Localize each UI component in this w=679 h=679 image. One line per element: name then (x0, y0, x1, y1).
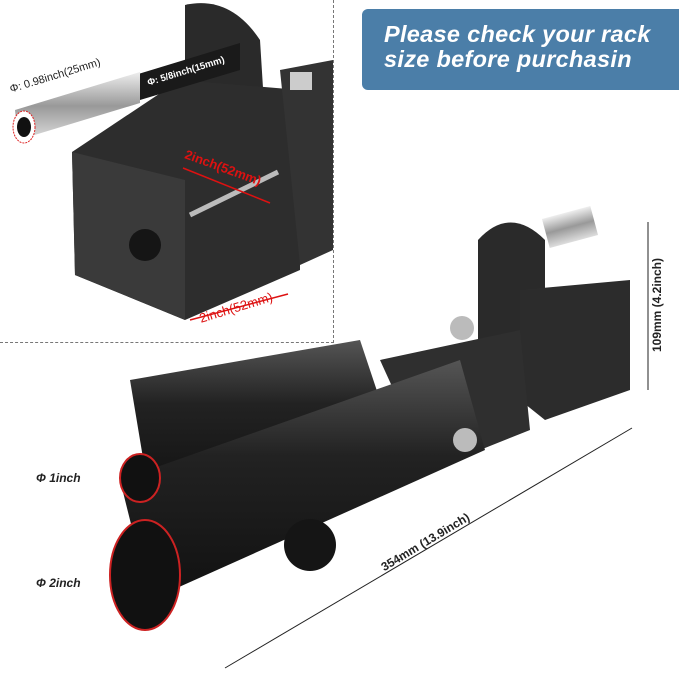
small-tube-diameter-label: Φ 1inch (36, 471, 81, 485)
knob-icon (129, 229, 161, 261)
knob-icon (284, 519, 336, 571)
inset-clamp (12, 3, 333, 321)
banner-line-1: Please check your rack (384, 21, 651, 47)
main-product (109, 206, 649, 669)
large-tube-diameter-label: Φ 2inch (36, 576, 81, 590)
bolt-icon (453, 428, 477, 452)
height-dimension-label: 109mm (4.2inch) (650, 257, 665, 353)
detail-inset (0, 0, 334, 343)
banner-line-2: size before purchasin (384, 46, 632, 72)
rack-size-warning-banner: Please check your rack size before purch… (362, 9, 679, 90)
